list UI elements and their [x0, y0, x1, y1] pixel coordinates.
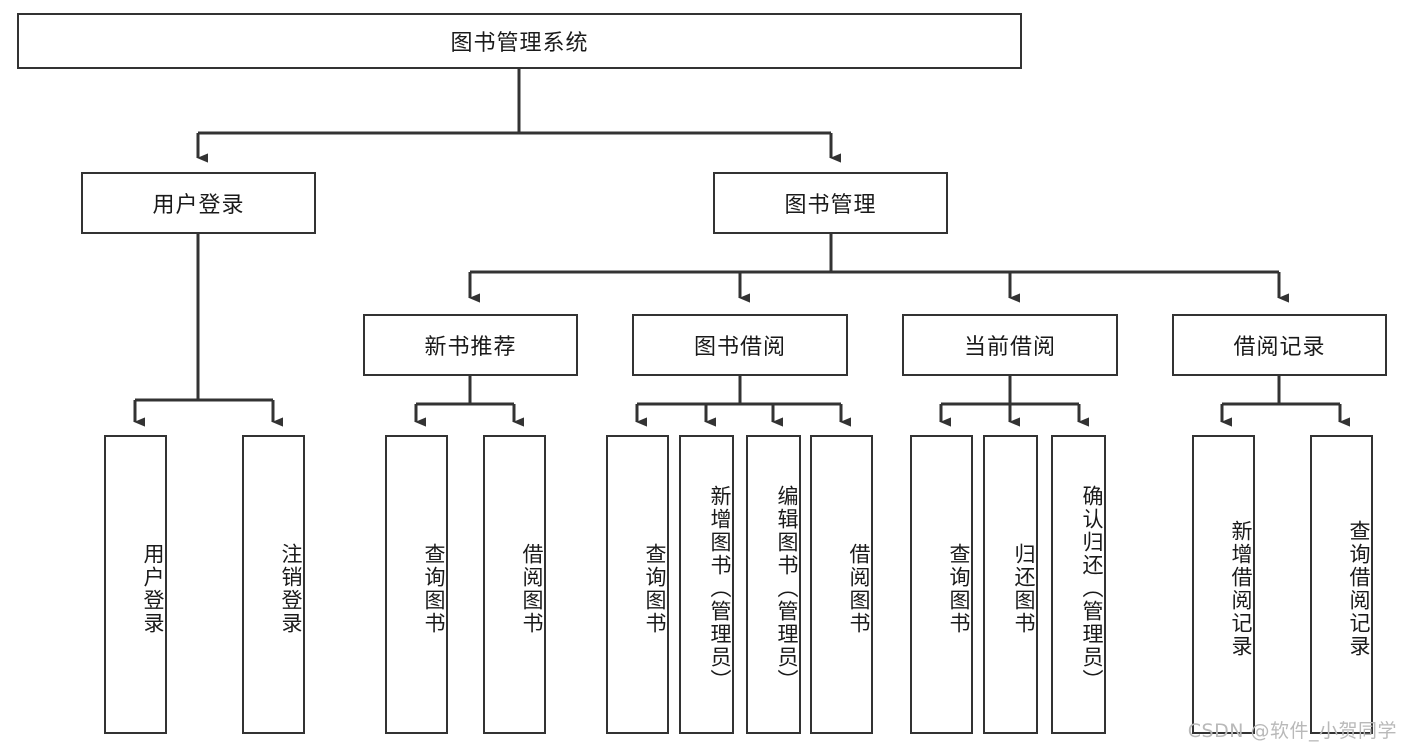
leaf-book-borrow-add-book-admin[interactable]: 新增图书（管理员） — [679, 435, 734, 734]
leaf-label: 查询借阅记录 — [1347, 519, 1371, 658]
leaf-user-login-login[interactable]: 用户登录 — [104, 435, 167, 734]
leaf-book-borrow-edit-book-admin[interactable]: 编辑图书（管理员） — [746, 435, 801, 734]
node-borrow-record[interactable]: 借阅记录 — [1172, 314, 1387, 376]
leaf-label: 用户登录 — [141, 542, 165, 635]
leaf-label: 借阅图书 — [520, 542, 544, 635]
leaf-book-borrow-query-book[interactable]: 查询图书 — [606, 435, 669, 734]
leaf-label: 归还图书 — [1012, 542, 1036, 635]
leaf-current-borrow-return-book[interactable]: 归还图书 — [983, 435, 1038, 734]
node-label: 用户登录 — [152, 193, 245, 218]
node-current-borrow[interactable]: 当前借阅 — [902, 314, 1118, 376]
leaf-book-borrow-borrow-book[interactable]: 借阅图书 — [810, 435, 873, 734]
node-book-management[interactable]: 图书管理 — [713, 172, 948, 234]
leaf-current-borrow-query-book[interactable]: 查询图书 — [910, 435, 973, 734]
node-label: 当前借阅 — [963, 335, 1056, 360]
node-label: 图书管理系统 — [450, 31, 589, 56]
node-root-system[interactable]: 图书管理系统 — [17, 13, 1022, 69]
leaf-label: 新增借阅记录 — [1229, 519, 1253, 658]
leaf-label: 注销登录 — [279, 542, 303, 635]
leaf-borrow-record-query-record[interactable]: 查询借阅记录 — [1310, 435, 1373, 734]
leaf-borrow-record-add-record[interactable]: 新增借阅记录 — [1192, 435, 1255, 734]
node-label: 新书推荐 — [424, 335, 517, 360]
node-label: 图书借阅 — [693, 335, 786, 360]
leaf-label: 确认归还（管理员） — [1080, 485, 1104, 692]
leaf-label: 编辑图书（管理员） — [775, 485, 799, 692]
node-new-book-recommend[interactable]: 新书推荐 — [363, 314, 578, 376]
leaf-label: 借阅图书 — [847, 542, 871, 635]
leaf-label: 查询图书 — [422, 542, 446, 635]
watermark-text: CSDN @软件_小贺同学 — [1187, 720, 1397, 742]
node-label: 借阅记录 — [1233, 335, 1326, 360]
leaf-new-book-borrow-book[interactable]: 借阅图书 — [483, 435, 546, 734]
leaf-label: 查询图书 — [643, 542, 667, 635]
node-label: 图书管理 — [784, 193, 877, 218]
leaf-new-book-query-book[interactable]: 查询图书 — [385, 435, 448, 734]
node-book-borrow[interactable]: 图书借阅 — [632, 314, 848, 376]
leaf-label: 新增图书（管理员） — [708, 485, 732, 692]
node-user-login[interactable]: 用户登录 — [81, 172, 316, 234]
leaf-user-login-logout[interactable]: 注销登录 — [242, 435, 305, 734]
leaf-current-borrow-confirm-return-admin[interactable]: 确认归还（管理员） — [1051, 435, 1106, 734]
leaf-label: 查询图书 — [947, 542, 971, 635]
